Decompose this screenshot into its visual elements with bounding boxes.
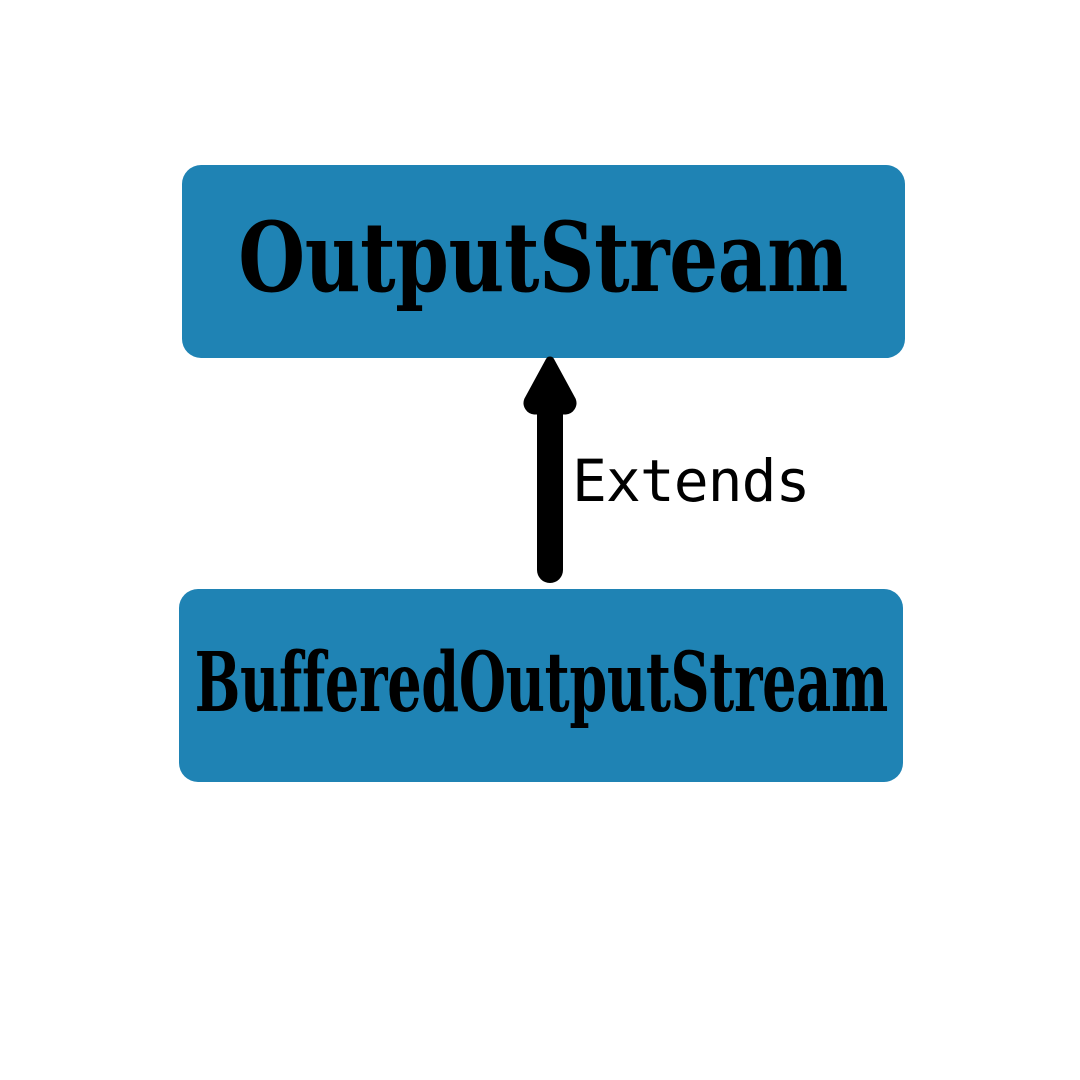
arrow-shaft <box>537 400 563 583</box>
class-box-outputstream[interactable]: OutputStream <box>182 165 905 358</box>
class-label-bufferedoutputstream: BufferedOutputStream <box>194 634 888 731</box>
class-box-bufferedoutputstream[interactable]: BufferedOutputStream <box>179 589 903 782</box>
arrow-head <box>523 356 577 415</box>
edge-label-extends: Extends <box>572 447 810 515</box>
class-label-outputstream: OutputStream <box>238 200 849 314</box>
